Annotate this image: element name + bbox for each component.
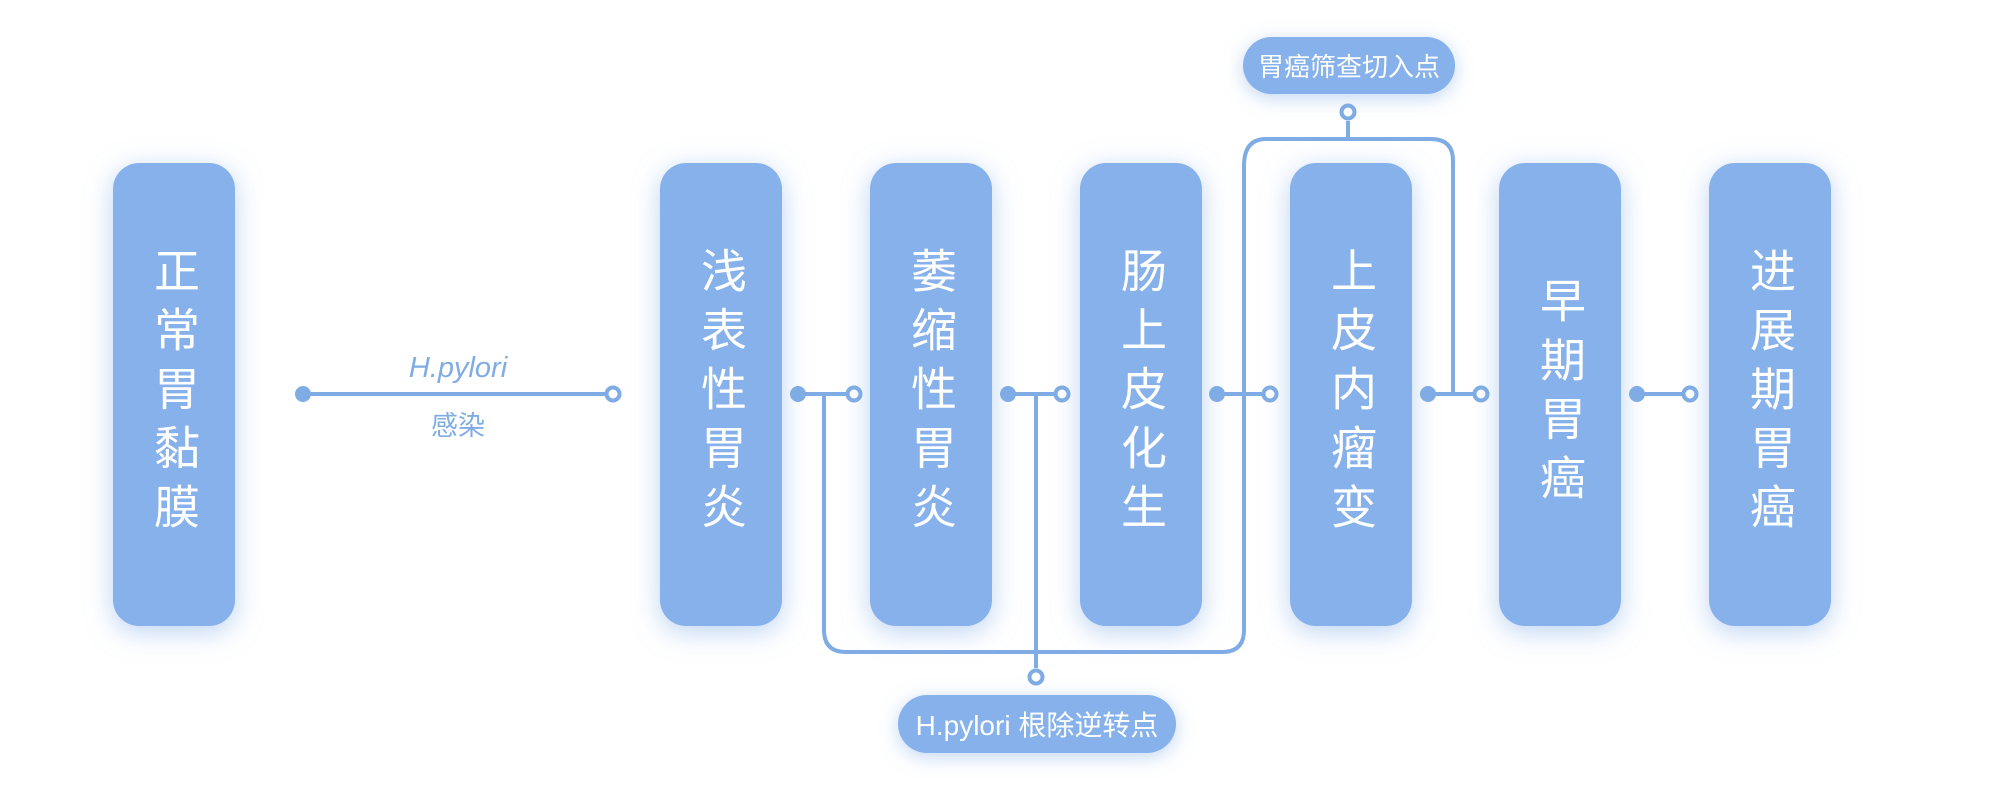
annotation-eradication-reversal-pill: H.pylori 根除逆转点 [898, 695, 1176, 753]
bracket-path [822, 137, 1455, 654]
stage-node-atrophic-gastritis: 萎缩性胃炎 [870, 163, 992, 626]
stage-node-advanced-gastric-cancer: 进展期胃癌 [1709, 163, 1831, 626]
stage-label: 正常胃黏膜 [148, 247, 200, 542]
stage-label: 进展期胃癌 [1744, 247, 1796, 542]
filled-dot-icon [295, 386, 1645, 402]
stage-label: 萎缩性胃炎 [905, 247, 957, 542]
ring-dot-icon [604, 103, 1699, 686]
stage-label: 上皮内瘤变 [1325, 247, 1377, 542]
annotation-screening-entry-pill: 胃癌筛查切入点 [1243, 37, 1455, 94]
stage-label: 浅表性胃炎 [695, 247, 747, 542]
stage-node-intraepithelial-neoplasia: 上皮内瘤变 [1290, 163, 1412, 626]
annotation-screening-entry-label: 胃癌筛查切入点 [1257, 52, 1440, 82]
annotation-eradication-reversal-label: H.pylori 根除逆转点 [915, 710, 1159, 741]
stage-label: 早期胃癌 [1534, 276, 1586, 513]
stage-label: 肠上皮化生 [1115, 247, 1167, 542]
edge-label-infection: 感染 [431, 411, 485, 441]
stage-node-early-gastric-cancer: 早期胃癌 [1499, 163, 1621, 626]
stage-node-superficial-gastritis: 浅表性胃炎 [660, 163, 782, 626]
stage-node-normal-gastric-mucosa: 正常胃黏膜 [113, 163, 235, 626]
edge-label-hpylori: H.pylori [408, 352, 508, 384]
stage-node-intestinal-metaplasia: 肠上皮化生 [1080, 163, 1202, 626]
